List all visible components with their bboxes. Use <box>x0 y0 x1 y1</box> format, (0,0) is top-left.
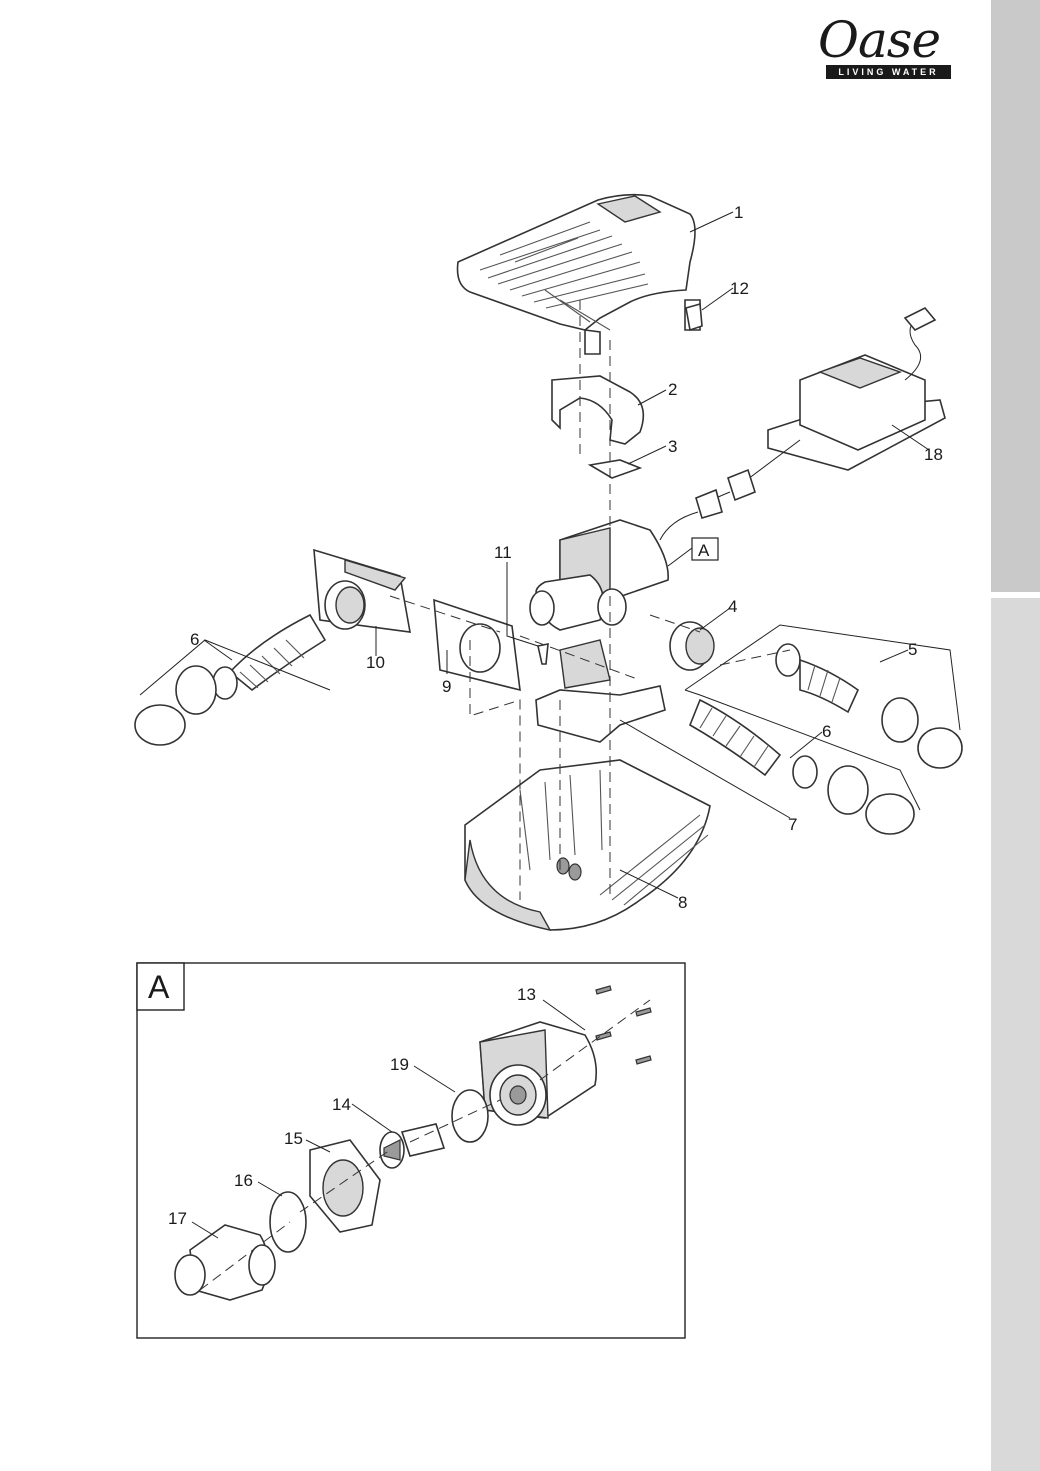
part-union-nut <box>669 621 715 671</box>
part-hose-connector-right-upper <box>684 624 963 769</box>
callout-6-right: 6 <box>822 722 831 741</box>
callout-19: 19 <box>390 1055 409 1074</box>
callout-8: 8 <box>678 893 687 912</box>
callout-labels: 1 2 3 4 5 6 6 7 8 9 10 11 12 18 <box>190 203 943 912</box>
part-gasket-plate <box>433 598 521 692</box>
callout-2: 2 <box>668 380 677 399</box>
part-hose-connector-left <box>134 613 331 746</box>
exploded-parts-diagram: 1 2 3 4 5 6 6 7 8 9 10 11 12 18 A A <box>134 193 963 1339</box>
part-bracket <box>551 375 645 445</box>
callout-9: 9 <box>442 677 451 696</box>
part-hose-connector-right-lower <box>684 689 921 835</box>
part-base-housing <box>464 759 711 932</box>
callout-13: 13 <box>517 985 536 1004</box>
callout-16: 16 <box>234 1171 253 1190</box>
part-lid <box>456 193 701 355</box>
side-tab-upper <box>991 0 1040 592</box>
reference-box-a: A <box>691 537 719 561</box>
callout-5: 5 <box>908 640 917 659</box>
callout-10: 10 <box>366 653 385 672</box>
part-clip <box>685 302 703 332</box>
detail-box-a-label: A <box>148 969 170 1005</box>
callout-15: 15 <box>284 1129 303 1148</box>
part-screw <box>537 643 549 665</box>
logo-tagline: LIVING WATER <box>826 65 951 79</box>
part-small-clip <box>587 459 643 479</box>
side-tab-lower <box>991 598 1040 1471</box>
callout-6-left: 6 <box>190 630 199 649</box>
oase-logo: Oase LIVING WATER <box>812 12 962 82</box>
logo-wordmark: Oase <box>818 11 941 69</box>
callout-12: 12 <box>730 279 749 298</box>
callout-1: 1 <box>734 203 743 222</box>
callout-leaders <box>203 211 930 899</box>
callout-4: 4 <box>728 597 737 616</box>
callout-18: 18 <box>924 445 943 464</box>
reference-box-a-label: A <box>698 541 710 560</box>
callout-11: 11 <box>494 543 512 562</box>
part-transformer <box>659 307 946 541</box>
part-left-cover-plate <box>313 548 411 633</box>
callout-14: 14 <box>332 1095 351 1114</box>
callout-3: 3 <box>668 437 677 456</box>
callout-7: 7 <box>788 815 797 834</box>
assembly-axes <box>389 300 791 900</box>
callout-17: 17 <box>168 1209 187 1228</box>
detail-box-a: A 13 14 <box>136 962 686 1339</box>
part-motor-assembly <box>529 519 669 631</box>
part-mount-bracket <box>535 639 666 743</box>
